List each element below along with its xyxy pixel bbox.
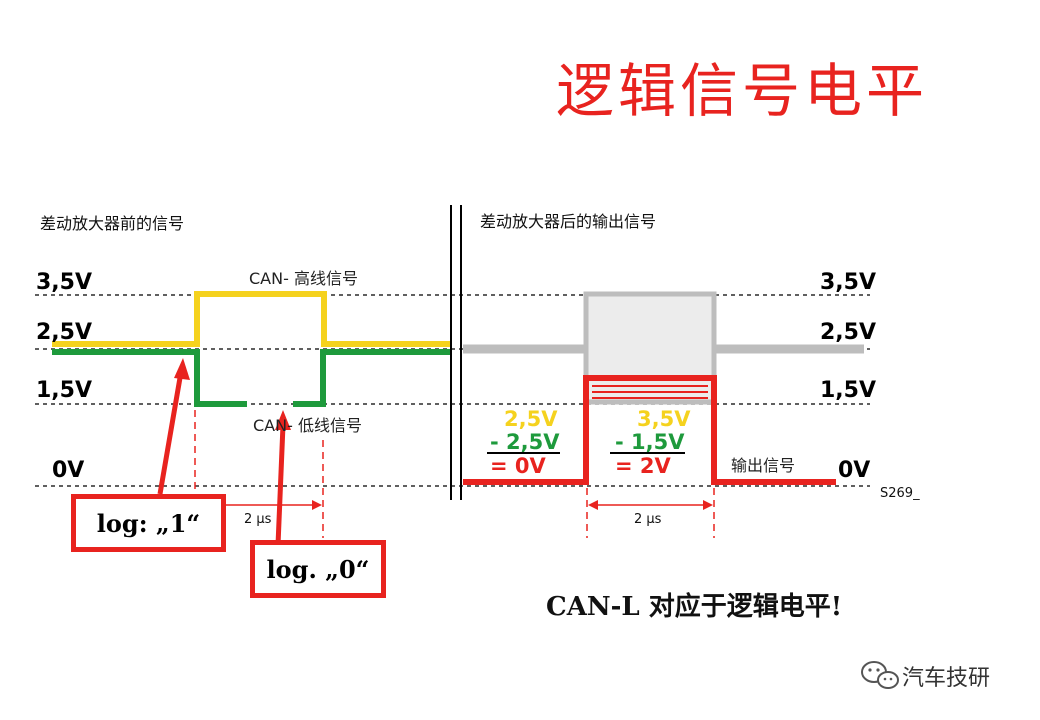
time-arrow-left-head-b (312, 500, 322, 510)
left-label-3v5: 3,5V (36, 270, 92, 295)
left-label-2v5: 2,5V (36, 320, 92, 345)
left-label-1v5: 1,5V (36, 378, 92, 403)
watermark-text: 汽车技研 (902, 666, 991, 691)
right-label-0v: 0V (838, 458, 871, 483)
can-low-label: CAN- 低线信号 (253, 416, 362, 435)
left-section-title: 差动放大器前的信号 (40, 214, 185, 233)
can-high-label: CAN- 高线信号 (249, 269, 358, 288)
calc-recessive-line2: - 2,5V (490, 430, 560, 454)
time-arrow-right-head-a (588, 500, 598, 510)
output-waveform (463, 375, 836, 485)
figure-code: S269_ (880, 486, 920, 501)
can-low-waveform-a (52, 349, 247, 407)
right-section-title: 差动放大器后的输出信号 (480, 212, 657, 231)
log0-box: log. „0“ (250, 540, 386, 598)
time-label-right: 2 μs (634, 512, 662, 527)
log1-box: log: „1“ (71, 494, 226, 552)
calc-recessive-line1: 2,5V (504, 407, 558, 431)
dominant-box (583, 291, 717, 405)
calc-dominant-line3: = 2V (615, 454, 671, 478)
arrow-log1-head (174, 358, 190, 380)
output-label: 输出信号 (731, 456, 796, 475)
log0-label: log. „0“ (266, 554, 370, 584)
time-label-left: 2 μs (244, 512, 272, 527)
page-title: 逻辑信号电平 (556, 57, 929, 125)
arrow-log1-shaft (157, 371, 184, 495)
wechat-logo-icon (861, 661, 899, 689)
log1-label: log: „1“ (96, 508, 201, 538)
arrow-log0-head (275, 410, 291, 430)
calc-dominant-line2: - 1,5V (615, 430, 685, 454)
left-label-0v: 0V (52, 458, 85, 483)
calc-dominant-line1: 3,5V (637, 407, 691, 431)
can-low-waveform-b (293, 349, 450, 407)
right-label-3v5: 3,5V (820, 270, 876, 295)
calc-recessive-line3: = 0V (490, 454, 546, 478)
arrow-log0-shaft (275, 424, 286, 546)
can-high-waveform (52, 291, 450, 347)
right-label-2v5: 2,5V (820, 320, 876, 345)
bottom-note: CAN-L 对应于逻辑电平! (546, 592, 843, 622)
right-label-1v5: 1,5V (820, 378, 876, 403)
time-arrow-right-head-b (703, 500, 713, 510)
